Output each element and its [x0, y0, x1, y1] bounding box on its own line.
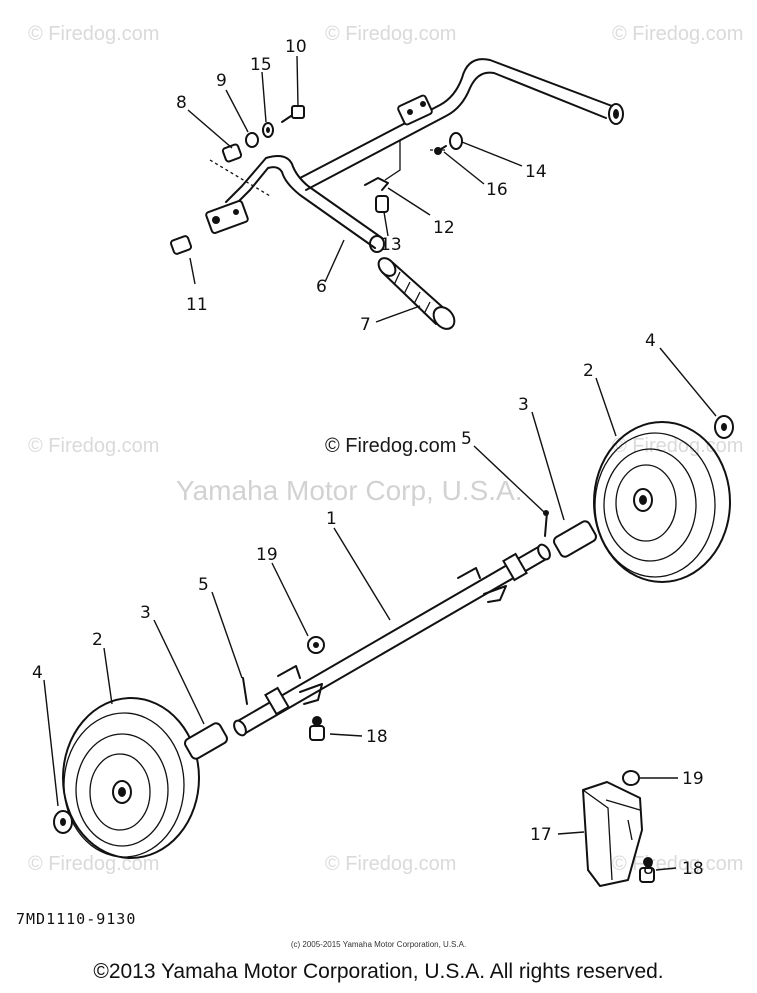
- callout-labels: 8 9 15 10 11 6 7 12 13 14 16 1 2 2 3 3 4…: [32, 37, 704, 879]
- callout-1: 1: [326, 509, 337, 529]
- watermark-tile: © Firedog.com: [28, 23, 159, 45]
- callout-4-left: 4: [32, 663, 43, 683]
- callout-15: 15: [250, 55, 272, 75]
- callout-9: 9: [216, 71, 227, 91]
- handlebar-fasteners: [169, 105, 463, 255]
- handlebar-drawing: [205, 58, 624, 253]
- callout-2-left: 2: [92, 630, 103, 650]
- callout-13: 13: [380, 235, 402, 255]
- watermark-layer: © Firedog.com © Firedog.com © Firedog.co…: [28, 23, 743, 875]
- watermark-tile: © Firedog.com: [28, 853, 159, 875]
- callout-8: 8: [176, 93, 187, 113]
- callout-7: 7: [360, 315, 371, 335]
- callout-5-right: 5: [461, 429, 472, 449]
- watermark-center: © Firedog.com: [325, 435, 456, 457]
- watermark-tile: © Firedog.com: [325, 853, 456, 875]
- small-copyright: (c) 2005-2015 Yamaha Motor Corporation, …: [290, 940, 467, 949]
- diagram-code: 7MD1110-9130: [16, 910, 136, 928]
- callout-10: 10: [285, 37, 307, 57]
- axle-fasteners: [307, 636, 325, 741]
- watermark-tile: © Firedog.com: [28, 435, 159, 457]
- callout-3-left: 3: [140, 603, 151, 623]
- copyright-footer: ©2013 Yamaha Motor Corporation, U.S.A. A…: [93, 960, 664, 983]
- axle-drawing: [233, 543, 551, 737]
- callout-5-left: 5: [198, 575, 209, 595]
- callout-18-axle: 18: [366, 727, 388, 747]
- callout-16: 16: [486, 180, 508, 200]
- callout-2-right: 2: [583, 361, 594, 381]
- grip-drawing: [377, 257, 456, 330]
- leader-lines: [43, 55, 717, 871]
- callout-18-bracket: 18: [682, 859, 704, 879]
- wheel-drawing: [53, 415, 734, 859]
- callout-19-axle: 19: [256, 545, 278, 565]
- callout-19-bracket: 19: [682, 769, 704, 789]
- bracket-drawing: [582, 770, 655, 887]
- callout-8-bracket: 8: [643, 859, 654, 879]
- callout-6: 6: [316, 277, 327, 297]
- callout-3-right: 3: [518, 395, 529, 415]
- watermark-tile: © Firedog.com: [612, 23, 743, 45]
- watermark-tile: © Firedog.com: [612, 435, 743, 457]
- callout-4-right: 4: [645, 331, 656, 351]
- watermark-tile: © Firedog.com: [325, 23, 456, 45]
- watermark-corp: Yamaha Motor Corp, U.S.A.: [176, 475, 523, 506]
- callout-17: 17: [530, 825, 552, 845]
- callout-11: 11: [186, 295, 208, 315]
- callout-12: 12: [433, 218, 455, 238]
- callout-14: 14: [525, 162, 547, 182]
